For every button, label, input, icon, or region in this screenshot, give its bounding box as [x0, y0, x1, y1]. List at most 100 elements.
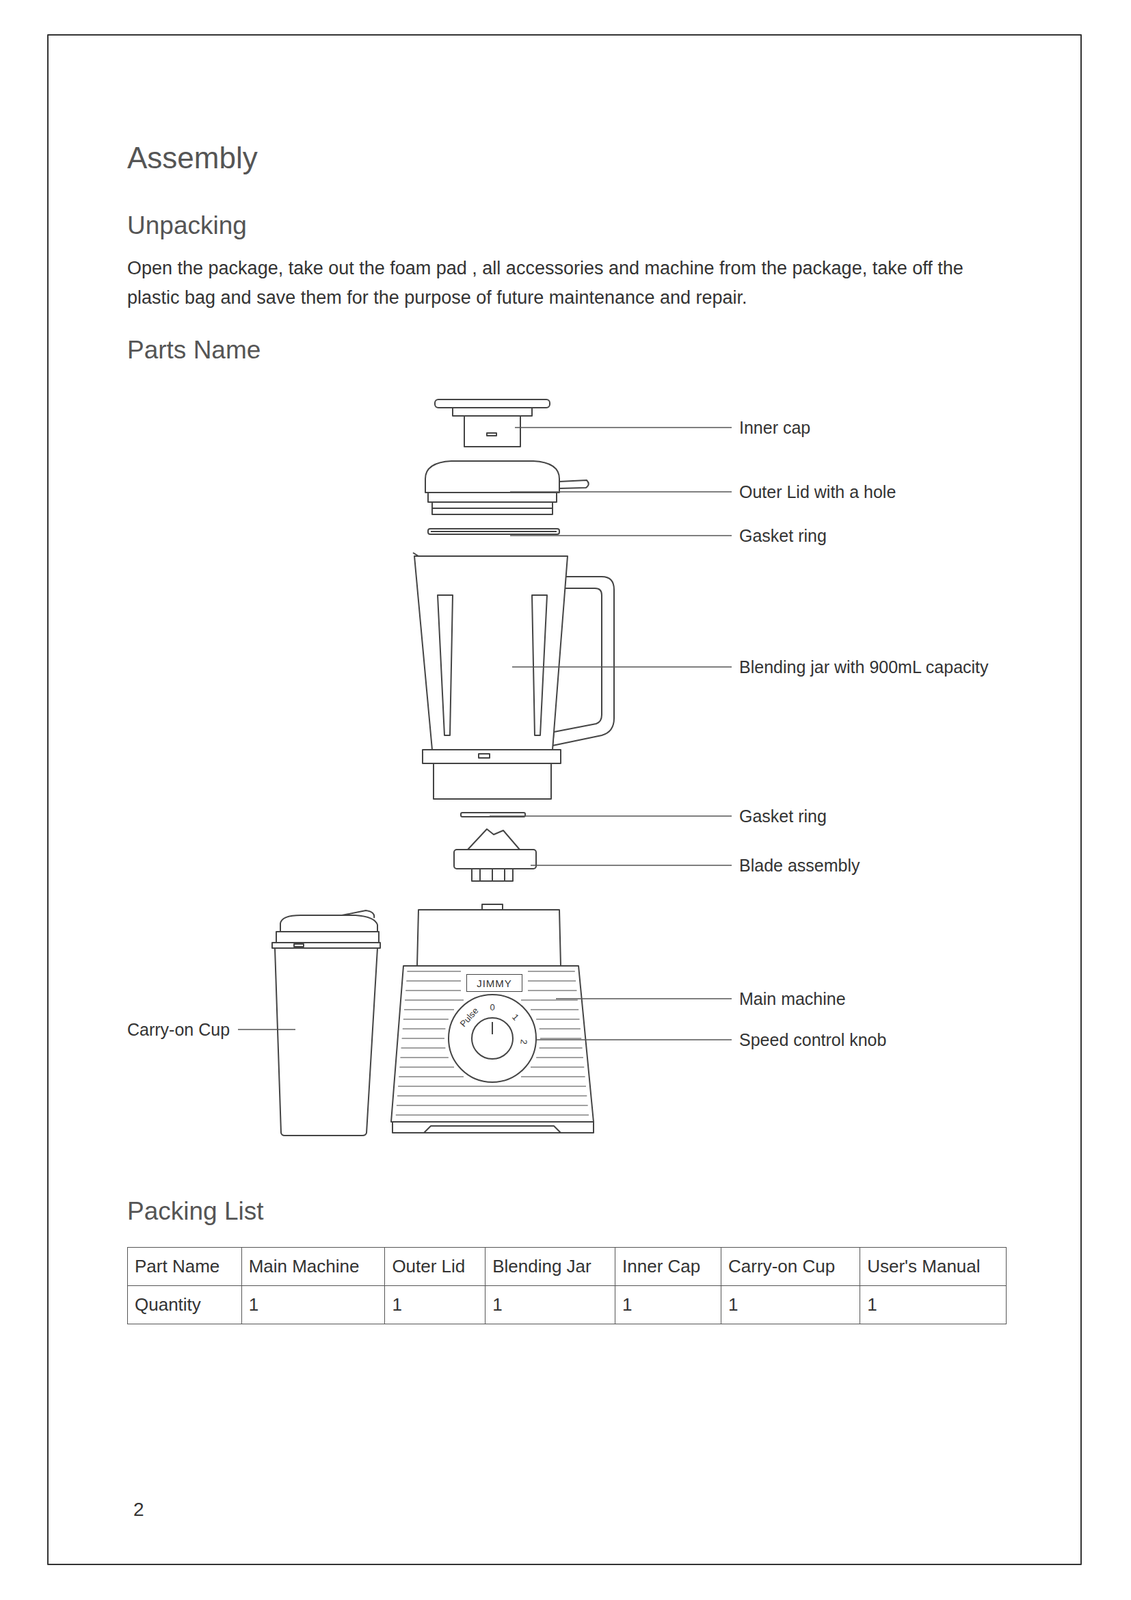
outer-lid: [432, 501, 553, 515]
gasket-ring: [428, 528, 560, 535]
main-machine: [471, 1017, 513, 1059]
packing-table: Part NameMain Machine Outer Lid Blending J…: [127, 1246, 1007, 1324]
table-cell: User's Manual: [860, 1247, 1007, 1286]
section-heading: Unpacking: [127, 215, 247, 236]
main-machine: [423, 1125, 561, 1133]
blending-jar: [433, 763, 552, 799]
housing-rib: [530, 1066, 584, 1067]
leader-line: [237, 1028, 296, 1030]
housing-rib: [395, 1113, 589, 1115]
blade-assembly: [454, 849, 537, 869]
housing-rib: [399, 1066, 455, 1067]
housing-rib: [397, 1085, 587, 1086]
housing-rib: [397, 1094, 587, 1096]
table-row: Part NameMain Machine Outer Lid Blending J…: [127, 1247, 1007, 1286]
leader-line: [512, 666, 732, 668]
cell-text: Main Machine: [248, 1255, 360, 1276]
table-cell: Carry-on Cup: [721, 1247, 861, 1286]
cell-text: Inner Cap: [622, 1255, 701, 1276]
outer-lid: [559, 480, 589, 489]
inner-cap: [452, 407, 532, 416]
leader-line: [530, 864, 732, 866]
main-machine: [491, 1021, 494, 1034]
cell-text: 1: [391, 1293, 402, 1315]
housing-rib: [404, 999, 464, 1000]
outer-lid: [432, 507, 553, 509]
housing-rib: [521, 999, 578, 1000]
carry-on-cup: [294, 943, 304, 947]
carry-on-cup: [280, 914, 378, 932]
cell-text: Blending Jar: [492, 1255, 592, 1276]
cell-text: 1: [492, 1293, 502, 1315]
table-cell: Inner Cap: [615, 1247, 722, 1286]
leader-line: [510, 490, 732, 493]
blending-jar: [422, 749, 561, 764]
cell-text: 1: [728, 1293, 738, 1315]
housing-rib: [521, 1075, 586, 1077]
housing-rib: [536, 1056, 584, 1058]
housing-rib: [400, 1056, 448, 1058]
outer-lid: [425, 460, 560, 493]
outer-lid: [428, 492, 557, 502]
part-name: Gasket ring: [739, 525, 827, 546]
inner-cap: [434, 399, 550, 408]
cell-text: Quantity: [134, 1293, 202, 1315]
leader-line: [536, 1038, 732, 1041]
knob-mark: 2: [519, 1038, 529, 1045]
housing-rib: [401, 1046, 446, 1048]
cell-text: 1: [248, 1293, 259, 1315]
table-cell: Part Name: [127, 1247, 243, 1286]
housing-rib: [405, 989, 461, 991]
part-name: Outer Lid with a hole: [739, 481, 896, 502]
table-cell: Outer Lid: [384, 1247, 486, 1286]
table-cell: Blending Jar: [485, 1247, 616, 1286]
outer-lid: [425, 460, 589, 515]
housing-rib: [403, 1018, 449, 1019]
inner-cap: [464, 415, 521, 447]
knob-mark: 0: [489, 1002, 495, 1012]
blade-assembly: [479, 868, 481, 881]
part-name: Blending jar with 900mL capacity: [739, 656, 989, 677]
blending-jar: [437, 594, 453, 736]
cell-text: 1: [622, 1293, 632, 1315]
table-cell: Quantity: [127, 1285, 243, 1324]
part-name: Main machine: [739, 988, 846, 1009]
inner-cap: [434, 399, 550, 447]
main-machine: [392, 1121, 594, 1133]
main-machine: [448, 994, 537, 1082]
part-name: Gasket ring: [739, 805, 827, 827]
leader-line: [489, 815, 732, 817]
housing-rib: [398, 1075, 464, 1077]
housing-rib: [395, 970, 589, 1115]
housing-rib: [404, 1008, 455, 1010]
main-machine: [482, 903, 503, 910]
blade-assembly: [491, 868, 494, 881]
table-cell: 1: [615, 1285, 722, 1324]
table-cell: 1: [721, 1285, 861, 1324]
section-heading: Packing List: [127, 1200, 264, 1222]
body-paragraph: Open the package, take out the foam pad …: [127, 253, 1013, 313]
housing-rib: [527, 989, 577, 991]
gasket-ring: [430, 530, 557, 532]
leader-line: [237, 427, 732, 1040]
part-name: Speed control knob: [739, 1029, 887, 1050]
housing-rib: [539, 1027, 581, 1029]
table-row: Quantity111111: [127, 1285, 1007, 1324]
blade-assembly: [454, 828, 537, 881]
housing-rib: [536, 1018, 580, 1019]
housing-rib: [540, 1037, 582, 1039]
housing-rib: [527, 979, 576, 981]
housing-rib: [402, 1037, 445, 1039]
main-machine: [417, 909, 561, 966]
badge-text: JIMMY: [476, 977, 513, 989]
cell-text: Outer Lid: [391, 1255, 465, 1276]
housing-rib: [527, 970, 576, 971]
leader-line: [510, 534, 732, 537]
leader-line: [514, 426, 732, 429]
part-name: Inner cap: [739, 417, 811, 438]
blade-assembly: [467, 828, 520, 850]
housing-rib: [539, 1046, 583, 1048]
housing-rib: [402, 1027, 446, 1029]
main-machine: [391, 965, 594, 1122]
